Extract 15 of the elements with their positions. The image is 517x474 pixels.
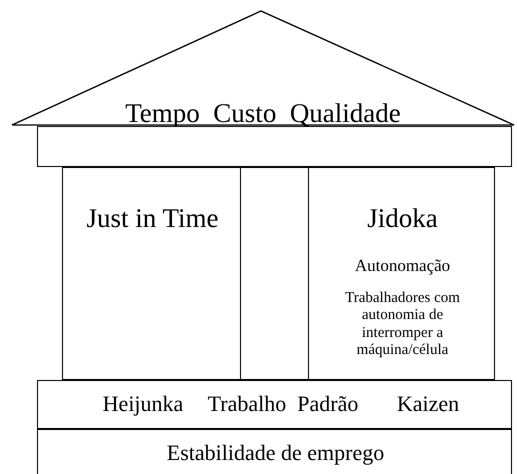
foundation-band bbox=[37, 429, 512, 474]
pillar-title: Jidoka bbox=[366, 203, 439, 234]
pillar-box bbox=[308, 167, 495, 380]
pillar-description: Trabalhadores com autonomia de interromper a máquina/célula bbox=[344, 290, 461, 359]
base-band bbox=[37, 380, 512, 429]
base-item: Kaizen bbox=[396, 391, 460, 416]
roof-beam bbox=[37, 126, 512, 167]
pillar-subtitle: Autonomação bbox=[354, 256, 452, 276]
middle-pillar bbox=[240, 167, 309, 380]
roof-triangle bbox=[10, 10, 516, 126]
base-item: Trabalho Padrão bbox=[206, 391, 360, 416]
foundation-label: Estabilidade de emprego bbox=[166, 440, 386, 466]
pillar-box bbox=[62, 167, 241, 380]
pillar-title: Just in Time bbox=[85, 203, 220, 234]
roof-title: Tempo Custo Qualidade bbox=[124, 98, 402, 130]
